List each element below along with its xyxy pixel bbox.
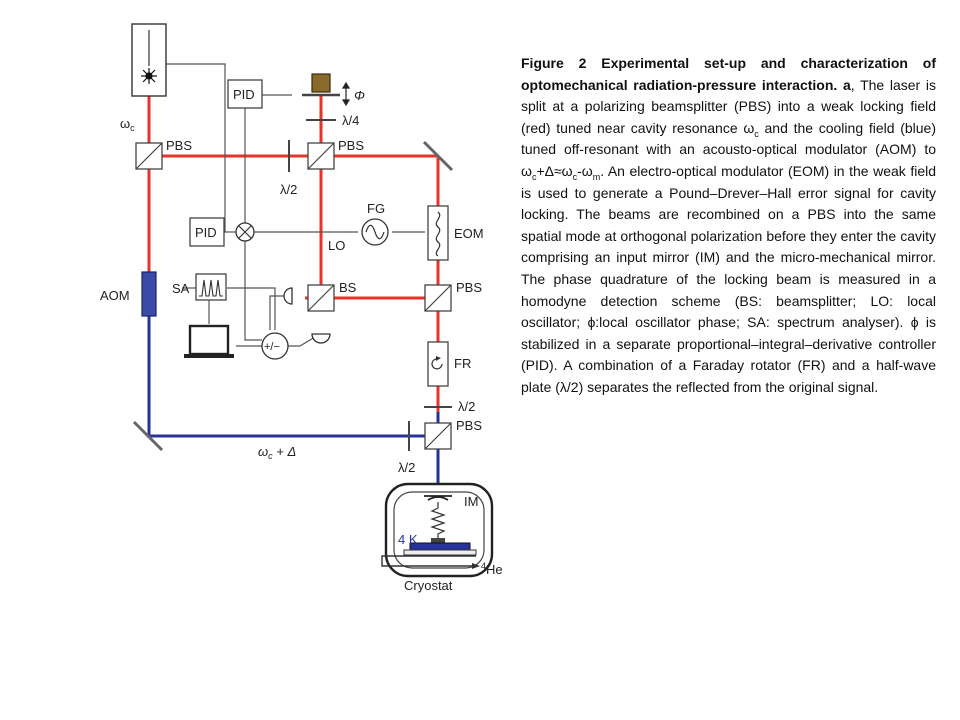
pid-top-box — [227, 79, 263, 109]
bs-label: BS — [339, 280, 357, 295]
phase-actuator — [311, 73, 331, 93]
pbs-top — [307, 142, 335, 170]
pbs-left — [135, 142, 163, 170]
cryostat — [381, 482, 494, 578]
caption-text-1: The laser is split at a polarizing beams… — [521, 76, 936, 136]
caption-sub-2: c — [531, 171, 537, 182]
omega-c-label: ωc — [120, 116, 135, 133]
helium-label: 4He — [481, 561, 503, 577]
subtractor — [261, 332, 289, 360]
half-wave-top-label: λ/2 — [280, 182, 297, 197]
figure-caption: Figure 2 Experimental set-up and charact… — [521, 53, 936, 399]
aom-label: AOM — [100, 288, 130, 303]
caption-text-4: -ω — [577, 162, 593, 179]
pbs-bottom-label: PBS — [456, 418, 482, 433]
spectrum-analyser — [195, 273, 227, 301]
aom-element — [141, 271, 157, 317]
pid-mid-label: PID — [195, 225, 217, 240]
omega-delta-label: ωc + Δ — [258, 444, 296, 461]
caption-sub-1: c — [754, 128, 759, 139]
experimental-setup-diagram: ωc PBS AOM PID Φ λ/4 PBS λ/2 PID — [100, 23, 503, 593]
eom-label: EOM — [454, 226, 484, 241]
pbs-left-label: PBS — [166, 138, 192, 153]
pid-top-label: PID — [233, 87, 255, 102]
fg-label: FG — [367, 201, 385, 216]
photodetector-left — [283, 287, 293, 305]
pbs-right-mid — [424, 284, 452, 312]
eom-element — [427, 205, 449, 261]
photodetector-bottom — [311, 333, 331, 344]
beamsplitter — [307, 284, 335, 312]
subtractor-label: +/− — [264, 341, 280, 353]
laser-source — [131, 23, 167, 97]
laptop-icon — [184, 324, 234, 358]
caption-text-5: . An electro-optical modulator (EOM) in … — [521, 162, 936, 395]
half-wave-right-label: λ/2 — [458, 399, 475, 414]
quarter-wave-label: λ/4 — [342, 113, 359, 128]
caption-text-2: and the cooling field (blue) tuned off-r… — [521, 119, 937, 179]
phi-arrow-icon — [341, 81, 351, 107]
phi-label: Φ — [354, 88, 365, 103]
cryostat-label: Cryostat — [404, 578, 453, 593]
pbs-bottom — [424, 422, 452, 450]
mixer-icon — [235, 222, 255, 242]
temperature-label: 4 K — [398, 532, 418, 547]
caption-sub-4: m — [592, 171, 601, 182]
caption-text-3: +Δ≈ω — [536, 162, 573, 179]
red-beam-path — [147, 92, 440, 412]
function-generator — [361, 218, 389, 246]
caption-comma: , — [850, 76, 855, 93]
mirror-bottom-left — [132, 420, 164, 452]
fr-label: FR — [454, 356, 471, 371]
starburst-icon — [141, 68, 157, 84]
caption-sub-3: c — [572, 171, 578, 182]
signal-wires — [166, 63, 425, 347]
pid-mid-box — [189, 217, 225, 247]
mirror-top-right — [422, 140, 454, 172]
faraday-rotator — [427, 341, 449, 387]
caption-title: Figure 2 Experimental set-up and charact… — [521, 55, 936, 93]
lo-label: LO — [328, 238, 345, 253]
im-label: IM — [464, 494, 478, 509]
sa-label: SA — [172, 281, 190, 296]
pbs-top-label: PBS — [338, 138, 364, 153]
half-wave-bottom-label: λ/2 — [398, 460, 415, 475]
pbs-right-mid-label: PBS — [456, 280, 482, 295]
